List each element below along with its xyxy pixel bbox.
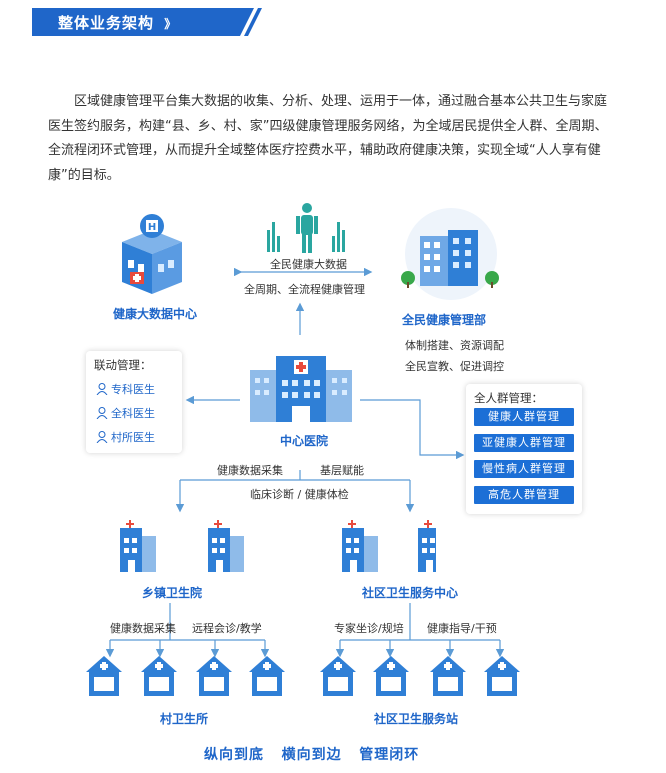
mid-label-collect: 健康数据采集 <box>217 464 283 477</box>
linkage-item-specialist: 专科医生 <box>96 381 155 397</box>
clinic-houses-icons <box>86 656 520 696</box>
population-item-subhealthy: 亚健康人群管理 <box>474 434 574 452</box>
section-header: 整体业务架构 》 <box>32 8 262 36</box>
house-icon <box>320 656 356 696</box>
house-icon <box>373 656 409 696</box>
dept-label-2: 全民宣教、促进调控 <box>405 360 504 373</box>
township-hospital-label: 乡镇卫生院 <box>142 586 203 600</box>
section-title: 整体业务架构 》 <box>58 14 178 32</box>
dept-label-1: 体制搭建、资源调配 <box>405 339 504 352</box>
village-clinic-label: 村卫生所 <box>160 712 209 726</box>
linkage-panel: 联动管理： 专科医生 全科医生 村所医生 <box>86 351 182 453</box>
lifecycle-label: 全周期、全流程健康管理 <box>244 283 365 296</box>
big-data-center-label: 健康大数据中心 <box>113 307 198 321</box>
lower-label-guide: 健康指导/干预 <box>427 622 497 635</box>
central-hospital-icon <box>250 356 352 422</box>
house-icon <box>484 656 520 696</box>
population-title: 全人群管理： <box>474 391 543 405</box>
house-icon <box>249 656 285 696</box>
township-hospitals-icons <box>120 520 436 572</box>
mid-label-empower: 基层赋能 <box>320 464 364 477</box>
lower-label-remote: 远程会诊/教学 <box>192 622 262 635</box>
chevrons-icon: 》 <box>164 17 178 31</box>
house-icon <box>430 656 466 696</box>
health-dept-building-icon <box>401 208 499 300</box>
population-item-highrisk: 高危人群管理 <box>474 486 574 504</box>
slogan: 纵向到底 横向到边 管理闭环 <box>204 747 420 763</box>
community-center-label: 社区卫生服务中心 <box>362 586 459 600</box>
intro-paragraph: 区域健康管理平台集大数据的收集、分析、处理、运用于一体，通过融合基本公共卫生与家… <box>48 94 608 183</box>
lower-label-expert: 专家坐诊/规培 <box>334 622 404 635</box>
hospital-icon <box>120 520 156 572</box>
big-data-label: 全民健康大数据 <box>270 258 347 271</box>
svg-text:H: H <box>148 222 156 233</box>
mid-label-diagnosis: 临床诊断 / 健康体检 <box>250 488 349 501</box>
linkage-title: 联动管理： <box>94 358 152 372</box>
doctor-icon <box>96 407 108 420</box>
community-station-label: 社区卫生服务站 <box>374 712 459 726</box>
linkage-item-gp: 全科医生 <box>96 405 155 421</box>
header-banner-shape <box>32 8 262 36</box>
population-item-chronic: 慢性病人群管理 <box>474 460 574 478</box>
central-hospital-label: 中心医院 <box>280 434 329 448</box>
house-icon <box>86 656 122 696</box>
human-data-icon <box>267 203 345 253</box>
linkage-item-village: 村所医生 <box>96 429 155 445</box>
population-panel: 全人群管理： 健康人群管理 亚健康人群管理 慢性病人群管理 高危人群管理 <box>466 384 582 514</box>
doctor-icon <box>96 383 108 396</box>
lower-label-collect: 健康数据采集 <box>110 622 176 635</box>
data-center-icon: H <box>122 214 182 294</box>
doctor-icon <box>96 431 108 444</box>
house-icon <box>196 656 232 696</box>
health-dept-label: 全民健康管理部 <box>402 313 487 327</box>
house-icon <box>141 656 177 696</box>
population-item-healthy: 健康人群管理 <box>474 408 574 426</box>
